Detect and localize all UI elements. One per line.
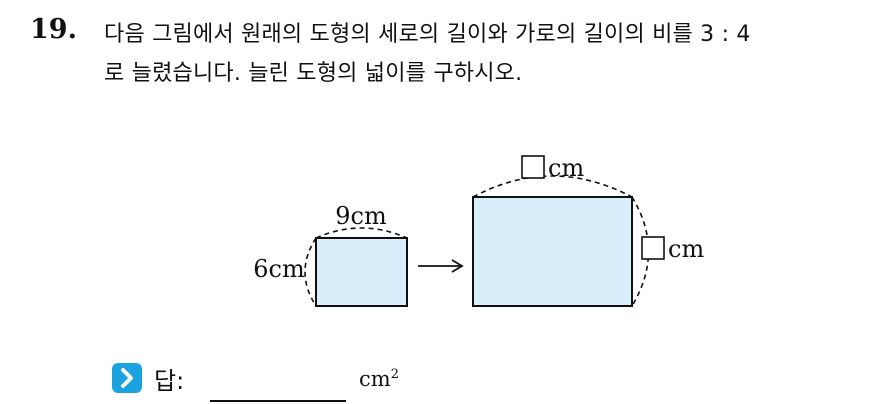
original-width-label: 9cm [335, 202, 387, 230]
question-text-line-1: 다음 그림에서 원래의 도형의 세로의 길이와 가로의 길이의 비를 3 : 4 [104, 22, 751, 47]
enlarged-height-unit: cm [668, 235, 704, 263]
enlarged-height-blank-box [641, 236, 665, 260]
enlarged-rectangle [472, 196, 633, 307]
answer-unit-base: cm [359, 367, 391, 391]
original-height-label: 6cm [253, 255, 305, 283]
original-rectangle [315, 237, 408, 307]
original-height-dimension-arc [304, 237, 317, 307]
answer-unit-exponent: 2 [390, 367, 399, 382]
question-number: 19. [30, 14, 77, 45]
question-text-line-2: 로 늘렸습니다. 늘린 도형의 넓이를 구하시오. [104, 61, 523, 86]
enlarged-width-dimension-arc [472, 175, 633, 198]
answer-label: 답: [154, 367, 185, 395]
enlarged-width-blank-box [521, 155, 545, 179]
enlarged-width-unit: cm [548, 154, 584, 182]
answer-unit: cm2 [359, 367, 399, 391]
transform-arrow-icon [418, 259, 464, 273]
chevron-right-icon [112, 363, 142, 393]
original-width-dimension-arc [315, 227, 408, 239]
answer-blank-line[interactable] [210, 400, 346, 402]
